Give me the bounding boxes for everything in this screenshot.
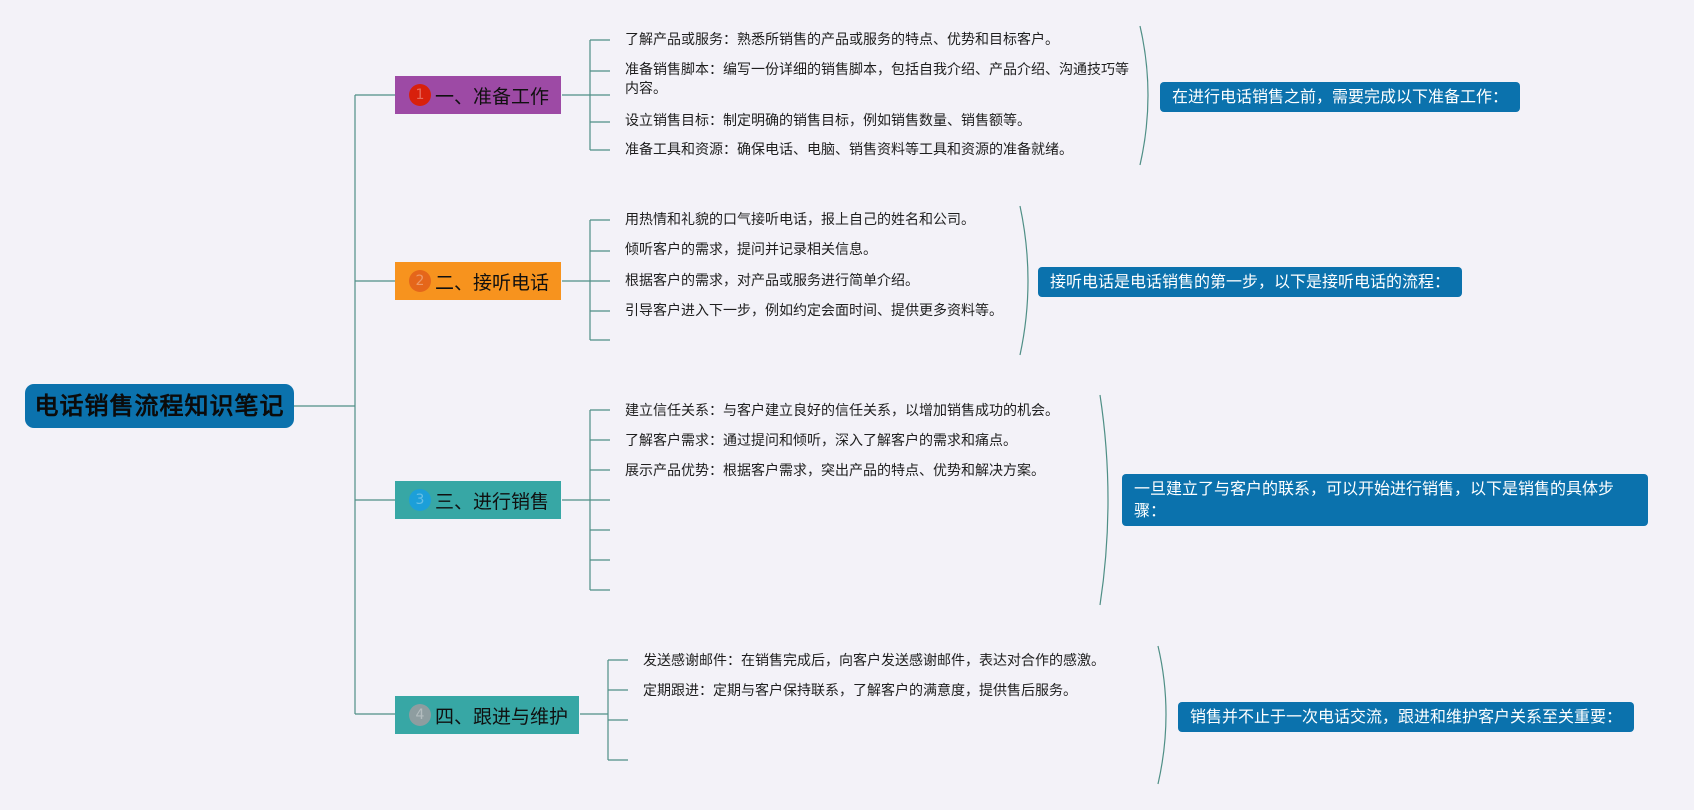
- branch-2-item-4: 引导客户进入下一步，例如约定会面时间、提供更多资料等。: [625, 303, 1003, 319]
- number-3-icon: 3: [409, 489, 431, 511]
- branch-2-label: 二、接听电话: [435, 271, 550, 294]
- branch-1-node[interactable]: 1 一、准备工作: [395, 76, 561, 114]
- branch-2-item-1: 用热情和礼貌的口气接听电话，报上自己的姓名和公司。: [625, 212, 975, 228]
- branch-1-item-2: 准备销售脚本：编写一份详细的销售脚本，包括自我介绍、产品介绍、沟通技巧等内容。: [625, 62, 1129, 97]
- branch-1-item-3: 设立销售目标：制定明确的销售目标，例如销售数量、销售额等。: [625, 113, 1031, 129]
- branch-3-item-2: 了解客户需求：通过提问和倾听，深入了解客户的需求和痛点。: [625, 433, 1017, 449]
- branch-2-node[interactable]: 2 二、接听电话: [395, 262, 561, 300]
- branch-4-node[interactable]: 4 四、跟进与维护: [395, 696, 579, 734]
- branch-1-summary: 在进行电话销售之前，需要完成以下准备工作：: [1160, 82, 1521, 112]
- branch-1-label: 一、准备工作: [435, 85, 550, 108]
- branch-1-item-1: 了解产品或服务：熟悉所销售的产品或服务的特点、优势和目标客户。: [625, 32, 1059, 48]
- branch-3-item-1: 建立信任关系：与客户建立良好的信任关系，以增加销售成功的机会。: [625, 403, 1059, 419]
- branch-2-summary: 接听电话是电话销售的第一步，以下是接听电话的流程：: [1038, 267, 1463, 297]
- root-topic: 电话销售流程知识笔记: [25, 384, 294, 428]
- number-4-icon: 4: [409, 704, 431, 726]
- branch-2-item-3: 根据客户的需求，对产品或服务进行简单介绍。: [625, 273, 919, 289]
- branch-3-summary: 一旦建立了与客户的联系，可以开始进行销售，以下是销售的具体步骤：: [1122, 474, 1648, 526]
- branch-4-item-2: 定期跟进：定期与客户保持联系，了解客户的满意度，提供售后服务。: [643, 683, 1077, 699]
- branch-3-node[interactable]: 3 三、进行销售: [395, 481, 561, 519]
- branch-1-item-4: 准备工具和资源：确保电话、电脑、销售资料等工具和资源的准备就绪。: [625, 142, 1073, 158]
- branch-3-item-3: 展示产品优势：根据客户需求，突出产品的特点、优势和解决方案。: [625, 463, 1045, 479]
- branch-3-label: 三、进行销售: [435, 490, 550, 513]
- branch-4-item-1: 发送感谢邮件：在销售完成后，向客户发送感谢邮件，表达对合作的感激。: [643, 653, 1105, 669]
- branch-4-summary: 销售并不止于一次电话交流，跟进和维护客户关系至关重要：: [1178, 702, 1635, 732]
- branch-2-item-2: 倾听客户的需求，提问并记录相关信息。: [625, 242, 877, 258]
- number-1-icon: 1: [409, 84, 431, 106]
- branch-4-label: 四、跟进与维护: [435, 705, 569, 728]
- number-2-icon: 2: [409, 270, 431, 292]
